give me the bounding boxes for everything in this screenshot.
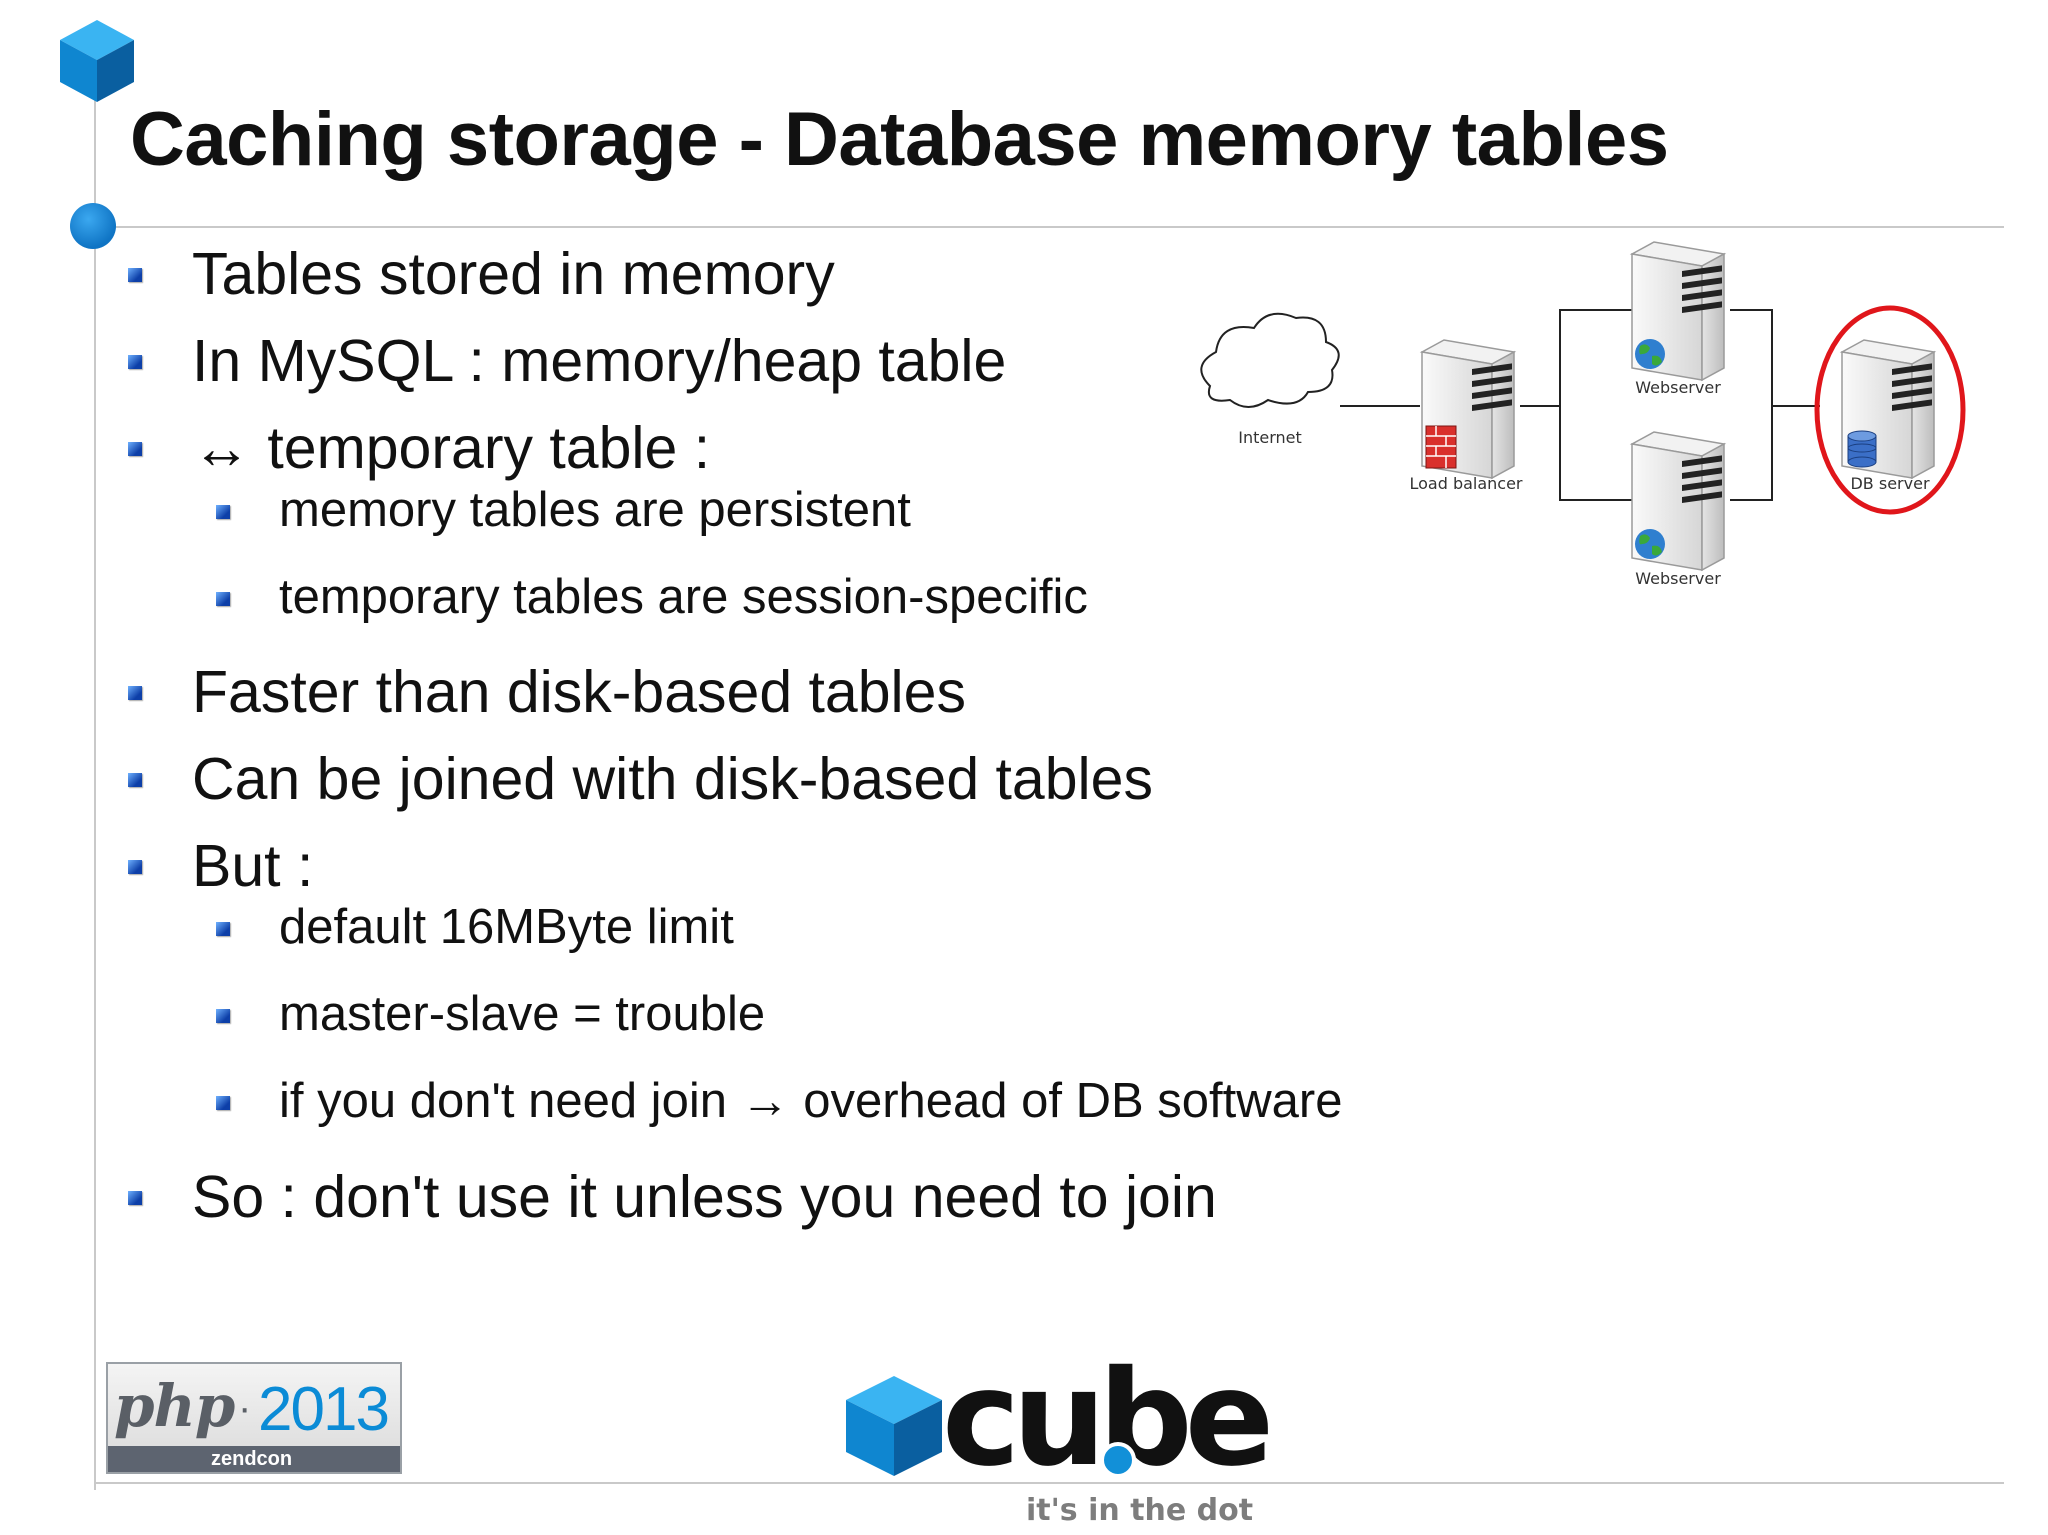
svg-text:cube: cube (942, 1342, 1269, 1496)
sub-bullet-item: if you don't need join → overhead of DB … (279, 1074, 1343, 1128)
bullet-marker (128, 686, 142, 700)
bullet-item: Can be joined with disk-based tables (192, 746, 1153, 812)
footer-rule (94, 1482, 2004, 1484)
bullet-marker (128, 268, 142, 282)
bullet-item: But : (192, 833, 314, 899)
sub-bullet-marker (216, 922, 230, 936)
php-logo-subtitle: zendcon (211, 1448, 293, 1470)
bullet-item: So : don't use it unless you need to joi… (192, 1164, 1217, 1230)
bullet-marker (128, 773, 142, 787)
load-balancer-server-icon (1421, 339, 1515, 479)
slide-title: Caching storage - Database memory tables (130, 97, 1669, 182)
sub-bullet-item: default 16MByte limit (279, 900, 734, 954)
php-2013-logo: php · 2013 zendcon (106, 1362, 402, 1474)
connection-lines (1340, 309, 1820, 501)
bullet-marker (128, 355, 142, 369)
title-rule (94, 226, 2004, 228)
internet-label: Internet (1238, 428, 1302, 447)
bullet-marker (128, 860, 142, 874)
db-server-highlight (1814, 305, 1966, 515)
cube-logo-icon (60, 20, 134, 102)
firewall-icon (1425, 425, 1457, 469)
db-server-label: DB server (1850, 474, 1929, 493)
sub-bullet-marker (216, 592, 230, 606)
php-logo-year: 2013 (258, 1375, 390, 1444)
bullet-item: Tables stored in memory (192, 241, 835, 307)
svg-text:it's in the dot: it's in the dot (1026, 1493, 1253, 1528)
webserver-bottom-server-icon (1631, 431, 1725, 571)
cube-brand-logo: cube it's in the dot (846, 1342, 1277, 1528)
webserver-top-label: Webserver (1635, 378, 1721, 397)
bullet-item: Faster than disk-based tables (192, 659, 966, 725)
webserver-bottom-label: Webserver (1635, 569, 1721, 588)
sub-bullet-marker (216, 505, 230, 519)
php-logo-dot-icon: · (238, 1386, 252, 1430)
bullet-marker (128, 442, 142, 456)
database-icon (1847, 430, 1877, 468)
bullet-item: ↔ temporary table : (192, 415, 711, 481)
sub-bullet-item: memory tables are persistent (279, 483, 911, 537)
globe-icon (1635, 529, 1665, 559)
webserver-top-server-icon (1631, 241, 1725, 381)
network-diagram: Internet Load balancer Webserver (1200, 241, 1966, 588)
left-rule (94, 70, 96, 1490)
php-logo-bar (108, 1446, 400, 1472)
bullet-marker (128, 1191, 142, 1205)
sub-bullet-item: master-slave = trouble (279, 987, 766, 1041)
load-balancer-label: Load balancer (1409, 474, 1522, 493)
cloud-icon (1200, 312, 1340, 408)
accent-dot (70, 203, 116, 249)
sub-bullet-marker (216, 1009, 230, 1023)
globe-icon (1635, 339, 1665, 369)
db-server-icon (1841, 339, 1935, 479)
bullet-item: In MySQL : memory/heap table (192, 328, 1007, 394)
php-logo-text: php (114, 1372, 235, 1440)
sub-bullet-marker (216, 1096, 230, 1110)
sub-bullet-item: temporary tables are session-specific (279, 570, 1088, 624)
